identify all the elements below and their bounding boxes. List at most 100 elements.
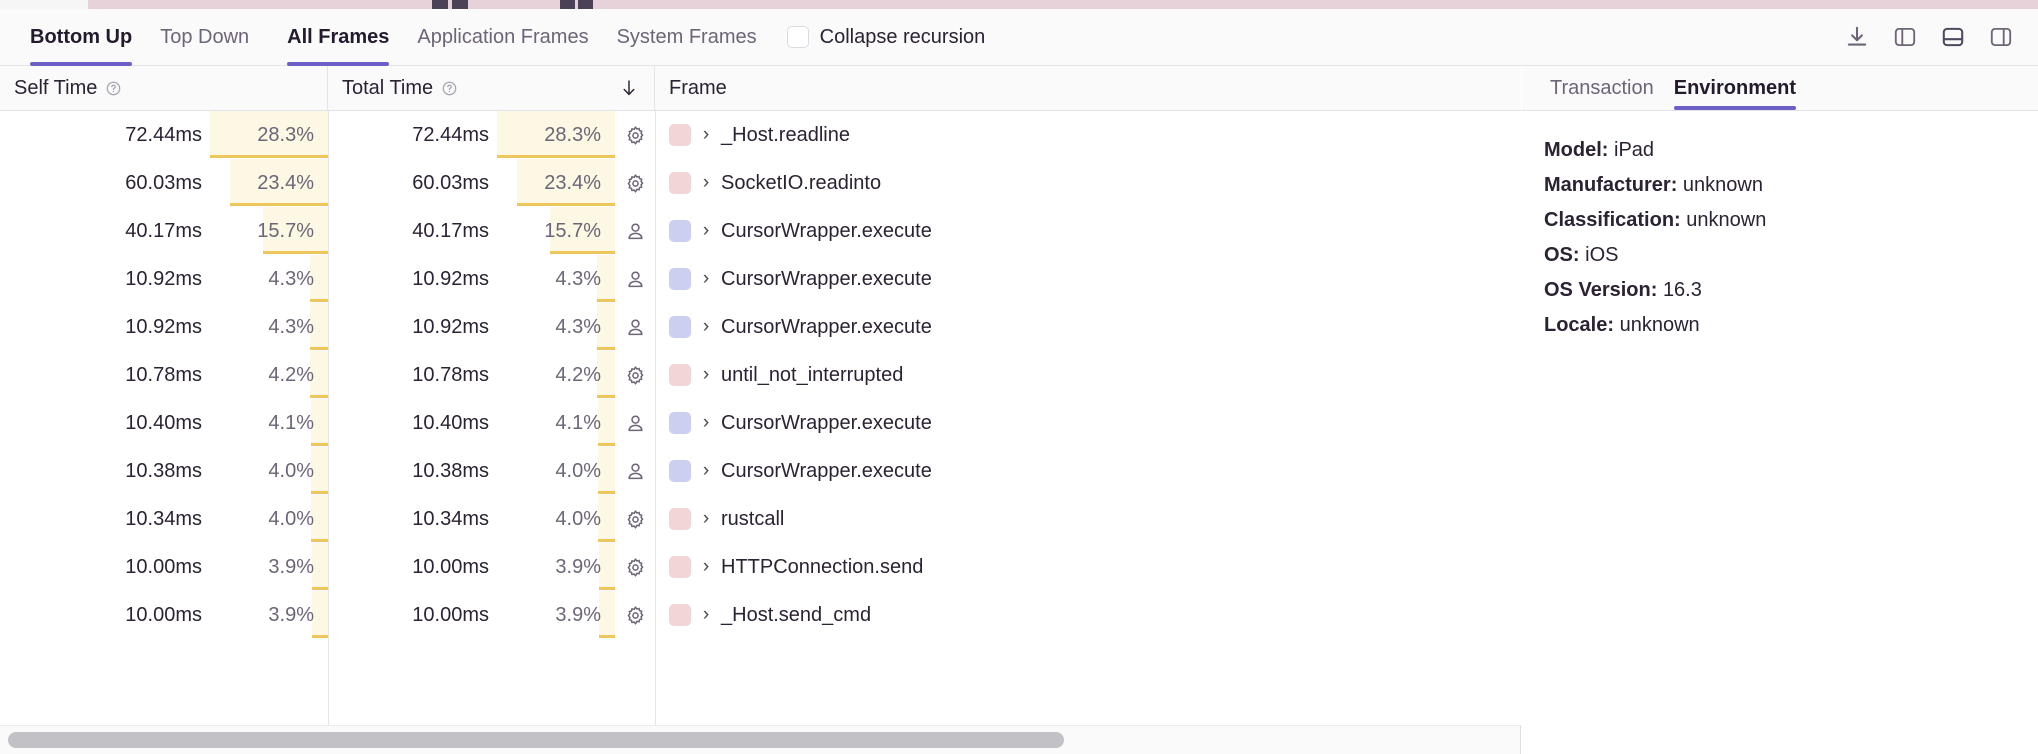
sort-descending-icon[interactable] bbox=[618, 77, 640, 99]
table-row[interactable]: 10.00ms 3.9% 10.00ms 3.9% › _Host.send_c… bbox=[0, 591, 1521, 639]
total-percent-cell: 4.0% bbox=[497, 447, 615, 495]
system-frame-gear-icon[interactable] bbox=[615, 604, 655, 627]
system-frame-gear-icon[interactable] bbox=[615, 124, 655, 147]
expand-chevron-icon[interactable]: › bbox=[702, 604, 710, 625]
flamegraph-sliver[interactable] bbox=[0, 0, 2038, 9]
layout-bottom-panel-icon[interactable] bbox=[1934, 18, 1972, 56]
expand-chevron-icon[interactable]: › bbox=[702, 412, 710, 433]
frames-table-body[interactable]: 72.44ms 28.3% 72.44ms 28.3% › _Host.read… bbox=[0, 111, 1521, 725]
tab-transaction[interactable]: Transaction bbox=[1540, 66, 1664, 110]
table-row[interactable]: 10.92ms 4.3% 10.92ms 4.3% › CursorWrappe… bbox=[0, 303, 1521, 351]
application-frame-person-icon[interactable] bbox=[615, 268, 655, 291]
expand-chevron-icon[interactable]: › bbox=[702, 508, 710, 529]
frame-name[interactable]: CursorWrapper.execute bbox=[721, 219, 932, 242]
main-split: Self Time Total Time bbox=[0, 66, 2038, 754]
expand-chevron-icon[interactable]: › bbox=[702, 172, 710, 193]
total-percent-value: 4.3% bbox=[555, 315, 601, 338]
table-row[interactable]: 72.44ms 28.3% 72.44ms 28.3% › _Host.read… bbox=[0, 111, 1521, 159]
horizontal-scrollbar[interactable] bbox=[0, 725, 1520, 754]
system-frame-gear-icon[interactable] bbox=[615, 556, 655, 579]
table-row[interactable]: 10.78ms 4.2% 10.78ms 4.2% › until_not_in… bbox=[0, 351, 1521, 399]
layout-right-panel-icon[interactable] bbox=[1982, 18, 2020, 56]
tab-top-down[interactable]: Top Down bbox=[146, 9, 263, 66]
self-time-value: 10.92ms bbox=[125, 315, 202, 338]
system-frame-gear-icon[interactable] bbox=[615, 508, 655, 531]
frame-name[interactable]: CursorWrapper.execute bbox=[721, 315, 932, 338]
cell-self-time: 10.78ms 4.2% bbox=[0, 351, 328, 399]
column-header-frame[interactable]: Frame bbox=[655, 66, 1521, 110]
cell-total-time: 72.44ms 28.3% bbox=[328, 111, 655, 159]
column-header-total-time[interactable]: Total Time bbox=[328, 66, 655, 110]
table-row[interactable]: 10.92ms 4.3% 10.92ms 4.3% › CursorWrappe… bbox=[0, 255, 1521, 303]
environment-value: unknown bbox=[1682, 174, 1763, 196]
tab-bottom-up[interactable]: Bottom Up bbox=[16, 9, 146, 66]
tab-environment[interactable]: Environment bbox=[1664, 66, 1806, 110]
table-row[interactable]: 10.40ms 4.1% 10.40ms 4.1% › CursorWrappe… bbox=[0, 399, 1521, 447]
table-rows: 72.44ms 28.3% 72.44ms 28.3% › _Host.read… bbox=[0, 111, 1521, 639]
frame-color-swatch bbox=[669, 556, 691, 578]
table-row[interactable]: 10.00ms 3.9% 10.00ms 3.9% › HTTPConnecti… bbox=[0, 543, 1521, 591]
tab-transaction-label: Transaction bbox=[1550, 76, 1654, 99]
layout-left-panel-icon[interactable] bbox=[1886, 18, 1924, 56]
frame-name[interactable]: CursorWrapper.execute bbox=[721, 267, 932, 290]
tab-all-frames[interactable]: All Frames bbox=[273, 9, 403, 66]
total-percent-value: 3.9% bbox=[555, 603, 601, 626]
environment-key: OS: bbox=[1544, 244, 1580, 266]
frame-name[interactable]: CursorWrapper.execute bbox=[721, 411, 932, 434]
environment-value: unknown bbox=[1619, 314, 1700, 336]
self-percent-cell: 28.3% bbox=[210, 111, 328, 159]
frame-name[interactable]: CursorWrapper.execute bbox=[721, 459, 932, 482]
application-frame-person-icon[interactable] bbox=[615, 316, 655, 339]
collapse-recursion-toggle[interactable]: Collapse recursion bbox=[786, 26, 985, 49]
frame-name[interactable]: until_not_interrupted bbox=[721, 363, 904, 386]
total-percent-value: 28.3% bbox=[544, 123, 601, 146]
expand-chevron-icon[interactable]: › bbox=[702, 364, 710, 385]
total-percent-bar bbox=[550, 207, 615, 254]
table-row[interactable]: 10.38ms 4.0% 10.38ms 4.0% › CursorWrappe… bbox=[0, 447, 1521, 495]
frame-color-swatch bbox=[669, 412, 691, 434]
self-time-value: 10.38ms bbox=[125, 459, 202, 482]
tab-top-down-label: Top Down bbox=[160, 25, 250, 48]
tab-application-frames[interactable]: Application Frames bbox=[403, 9, 602, 66]
collapse-recursion-checkbox[interactable] bbox=[786, 26, 809, 48]
table-row[interactable]: 40.17ms 15.7% 40.17ms 15.7% › CursorWrap… bbox=[0, 207, 1521, 255]
application-frame-person-icon[interactable] bbox=[615, 220, 655, 243]
column-header-self-time[interactable]: Self Time bbox=[0, 66, 328, 110]
system-frame-gear-icon[interactable] bbox=[615, 172, 655, 195]
self-time-value: 10.00ms bbox=[125, 603, 202, 626]
cell-frame: › SocketIO.readinto bbox=[655, 159, 1521, 207]
cell-self-time: 10.92ms 4.3% bbox=[0, 255, 328, 303]
total-percent-bar bbox=[517, 159, 615, 206]
expand-chevron-icon[interactable]: › bbox=[702, 268, 710, 289]
expand-chevron-icon[interactable]: › bbox=[702, 316, 710, 337]
download-icon[interactable] bbox=[1838, 18, 1876, 56]
table-row[interactable]: 10.34ms 4.0% 10.34ms 4.0% › rustcall bbox=[0, 495, 1521, 543]
help-icon[interactable] bbox=[441, 80, 458, 97]
frame-name[interactable]: rustcall bbox=[721, 507, 785, 530]
frame-name[interactable]: HTTPConnection.send bbox=[721, 555, 924, 578]
frame-name[interactable]: _Host.readline bbox=[721, 123, 850, 146]
total-percent-value: 4.0% bbox=[555, 507, 601, 530]
help-icon[interactable] bbox=[105, 80, 122, 97]
cell-total-time: 40.17ms 15.7% bbox=[328, 207, 655, 255]
expand-chevron-icon[interactable]: › bbox=[702, 124, 710, 145]
environment-key: Classification: bbox=[1544, 209, 1681, 231]
application-frame-person-icon[interactable] bbox=[615, 460, 655, 483]
cell-total-time: 10.40ms 4.1% bbox=[328, 399, 655, 447]
self-percent-bar bbox=[311, 399, 328, 446]
frame-name[interactable]: SocketIO.readinto bbox=[721, 171, 882, 194]
horizontal-scrollbar-thumb[interactable] bbox=[8, 732, 1064, 748]
table-row[interactable]: 60.03ms 23.4% 60.03ms 23.4% › SocketIO.r… bbox=[0, 159, 1521, 207]
expand-chevron-icon[interactable]: › bbox=[702, 556, 710, 577]
expand-chevron-icon[interactable]: › bbox=[702, 220, 710, 241]
expand-chevron-icon[interactable]: › bbox=[702, 460, 710, 481]
frame-name[interactable]: _Host.send_cmd bbox=[721, 603, 872, 626]
environment-key: OS Version: bbox=[1544, 279, 1658, 301]
self-time-value: 60.03ms bbox=[125, 171, 202, 194]
system-frame-gear-icon[interactable] bbox=[615, 364, 655, 387]
tab-system-frames[interactable]: System Frames bbox=[603, 9, 771, 66]
cell-total-time: 10.92ms 4.3% bbox=[328, 255, 655, 303]
total-percent-cell: 28.3% bbox=[497, 111, 615, 159]
self-percent-cell: 3.9% bbox=[210, 543, 328, 591]
application-frame-person-icon[interactable] bbox=[615, 412, 655, 435]
